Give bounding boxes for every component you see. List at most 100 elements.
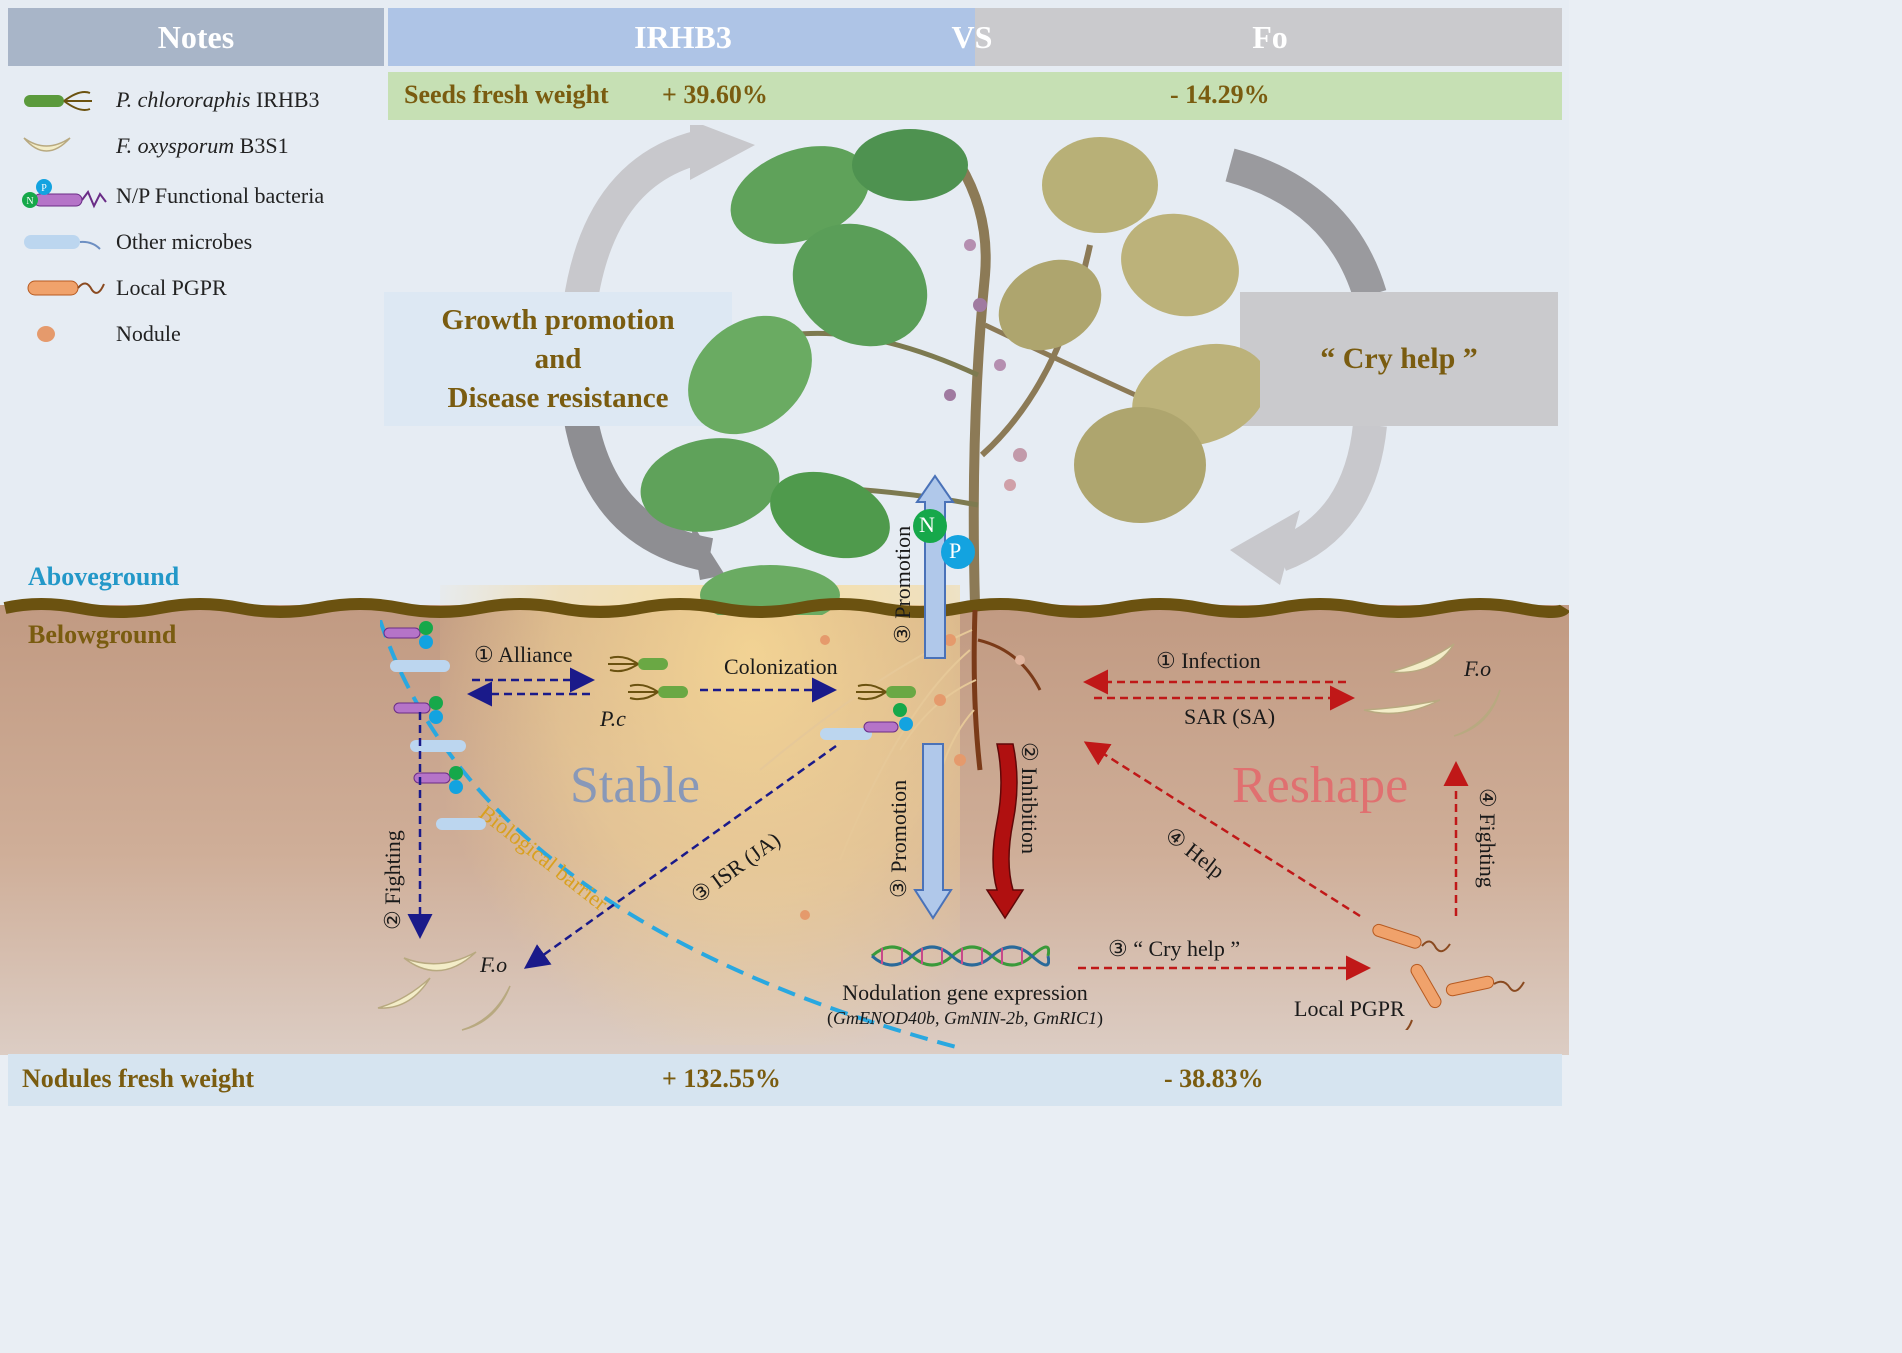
fusarium-spores-left: [377, 951, 511, 1031]
left-arrowhead-top: [690, 125, 755, 180]
left-cycle-arrow-top: [563, 128, 714, 308]
promotion-down-label: ③ Promotion: [886, 779, 911, 898]
np-bacterium: [393, 696, 443, 724]
fusarium-spore: [403, 951, 477, 972]
pgpr-bacterium: [1445, 975, 1525, 997]
pgpr-bacterium-icon: [20, 270, 112, 306]
left-interaction-arrows: [407, 667, 1469, 981]
right-cycle-arrow-top: [1225, 148, 1387, 301]
left-arrowhead-bottom: [690, 520, 725, 580]
cry-help-box: [1240, 292, 1558, 426]
legend-item: Nodule: [20, 314, 181, 354]
promotion-up-label: ③ Promotion: [890, 525, 915, 644]
np-bacterium: [863, 703, 913, 733]
gene-separator: ,: [935, 1008, 944, 1028]
growth-line3: Disease resistance: [447, 382, 669, 414]
belowground-label: Belowground: [28, 620, 177, 649]
legend-text: B3S1: [234, 133, 289, 158]
p-label: P: [949, 538, 962, 563]
gene-enod40b: GmENOD40b: [833, 1008, 935, 1028]
help-arrow: [1083, 741, 1361, 918]
microbe: [436, 818, 486, 830]
microbe-icon: [20, 224, 112, 260]
n-label: N: [919, 512, 935, 537]
nodules-irhb3-value: + 132.55%: [662, 1064, 781, 1093]
infection-label: ① Infection: [1156, 648, 1261, 673]
right-cycle-arrow-bottom: [1273, 423, 1387, 571]
inhibition-label: ② Inhibition: [1017, 742, 1042, 854]
root-associated-microbes: [820, 703, 913, 740]
seeds-fo-value: - 14.29%: [1170, 80, 1270, 109]
phosphorus-icon: [941, 535, 975, 569]
nodules-bar: [8, 1054, 1562, 1106]
gene-paren-open: (: [827, 1008, 833, 1028]
cry-help-arrow-label: ③ “ Cry help ”: [1108, 936, 1241, 961]
pc-label: P.c: [600, 706, 626, 731]
dna-helix-icon: [870, 945, 1050, 967]
pseudomonas-bacterium: [856, 683, 916, 701]
sar-label: SAR (SA): [1184, 704, 1276, 729]
microbe: [390, 660, 450, 672]
legend-text: Local PGPR: [116, 275, 227, 300]
inhibition-arrow: [985, 743, 1025, 920]
fusarium-spore: [461, 985, 511, 1031]
legend-text: IRHB3: [250, 87, 320, 112]
np-bacterium: [383, 621, 433, 649]
growth-line2: and: [534, 343, 582, 375]
left-cycle-arrow-bottom: [563, 411, 714, 572]
legend-item: Local PGPR: [20, 268, 227, 308]
nitrogen-icon: [913, 509, 947, 543]
legend-italic: P. chlororaphis: [116, 87, 251, 112]
fo-header: Fo: [1252, 18, 1288, 55]
gene-paren-close: ): [1097, 1008, 1103, 1028]
fusarium-spore: [1453, 689, 1501, 737]
svg-text:P: P: [41, 183, 47, 194]
isr-arrow: [523, 744, 837, 969]
fusarium-spore: [377, 977, 431, 1009]
svg-text:N: N: [26, 196, 33, 207]
pgpr-bacterium: [1405, 963, 1442, 1030]
microbe: [820, 728, 872, 740]
legend-item: Other microbes: [20, 222, 252, 262]
seeds-irhb3-value: + 39.60%: [662, 80, 768, 109]
functional-bacteria-group: [383, 621, 486, 830]
figure-canvas: Notes IRHB3 VS Fo Seeds fresh weight + 3…: [0, 8, 1569, 1106]
fusarium-spore-icon: [20, 128, 112, 164]
pseudomonas-bacteria: [608, 655, 916, 701]
nodules-fo-value: - 38.83%: [1164, 1064, 1264, 1093]
notes-header: Notes: [8, 8, 384, 66]
soybean-plant-illustration: [640, 129, 1260, 615]
gene-ric1: GmRIC1: [1033, 1008, 1097, 1028]
pseudomonas-bacterium-icon: [20, 82, 112, 118]
local-pgpr-label: Local PGPR: [1294, 996, 1405, 1021]
pseudomonas-bacterium: [608, 655, 668, 673]
alliance-label: ① Alliance: [474, 642, 573, 667]
local-pgpr-bacteria: [1372, 923, 1525, 1030]
pgpr-bacterium: [1372, 923, 1451, 953]
legend-item: F. oxysporum B3S1: [20, 126, 289, 166]
fo-left-label: F.o: [480, 952, 508, 977]
np-nutrients: [913, 509, 975, 569]
legend-text: Nodule: [116, 321, 181, 346]
promotion-arrow-down: [913, 743, 953, 920]
seeds-label: Seeds fresh weight: [404, 80, 609, 109]
stable-label: Stable: [570, 757, 700, 814]
np-bacterium: [413, 766, 463, 794]
vs-label: VS: [951, 18, 993, 55]
gene-expression-title: Nodulation gene expression: [842, 980, 1088, 1005]
aboveground-label: Aboveground: [28, 562, 180, 591]
soil-surface-line: [3, 598, 1569, 618]
nodules-label: Nodules fresh weight: [22, 1064, 255, 1093]
fusarium-spores-right: [1363, 643, 1501, 737]
gene-separator: ,: [1024, 1008, 1033, 1028]
growth-line1: Growth promotion: [441, 304, 675, 336]
microbe: [410, 740, 466, 752]
legend-text: N/P Functional bacteria: [116, 183, 325, 208]
fighting-label: ② Fighting: [380, 830, 405, 930]
reshape-label: Reshape: [1232, 757, 1409, 814]
pgpr-fighting-label: ④ Fighting: [1475, 788, 1500, 888]
fusarium-spore: [1389, 643, 1455, 674]
right-arrowhead-bottom: [1230, 510, 1300, 585]
